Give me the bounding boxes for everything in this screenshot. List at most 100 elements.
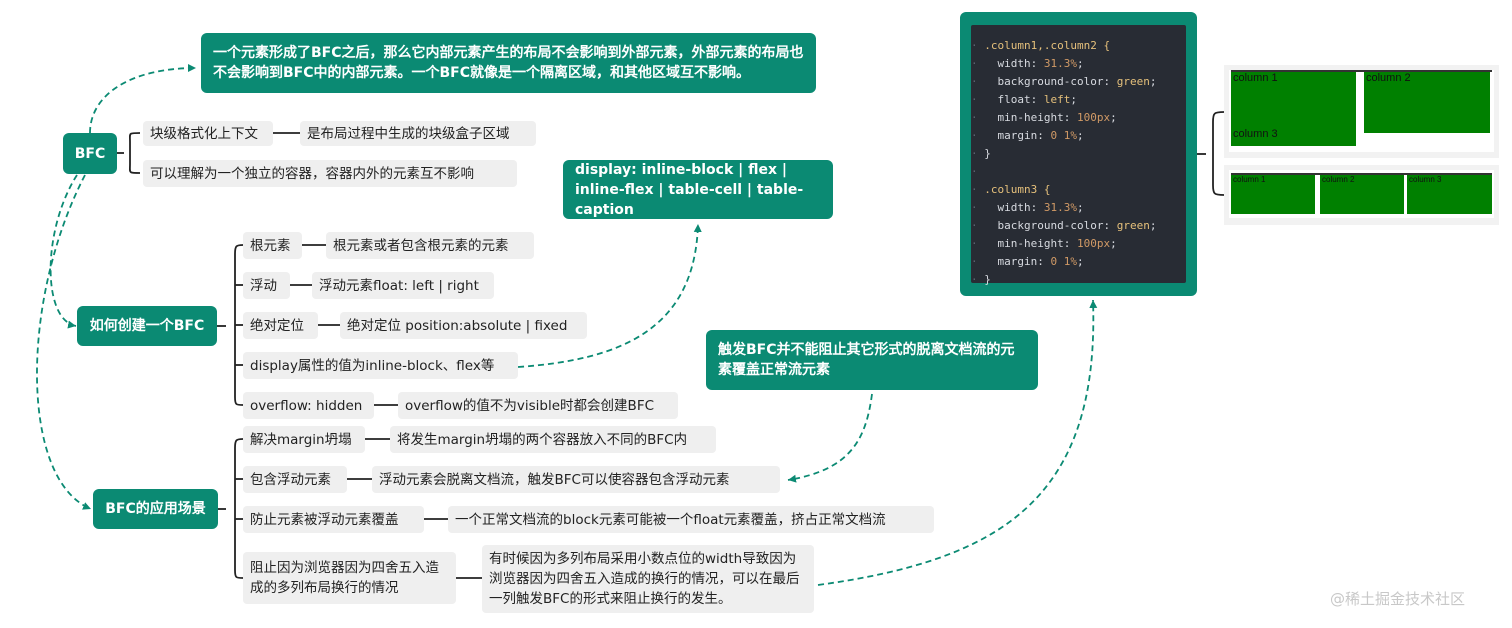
preview-before: column 1 column 3 column 2	[1224, 65, 1499, 158]
create-item-node: overflow: hidden	[243, 392, 374, 419]
code-token: ;	[1149, 75, 1157, 88]
code-line: ·	[971, 163, 1186, 181]
preview-border	[1231, 173, 1492, 175]
display-values-node: display: inline-block | flex | inline-fl…	[563, 160, 833, 219]
code-token: min-height:	[984, 111, 1077, 124]
code-token: ;	[1076, 201, 1084, 214]
code-line: · .column1,.column2 {	[971, 37, 1186, 55]
code-gutter-dot: ·	[971, 93, 985, 106]
code-token: .column1,.column2 {	[984, 39, 1111, 52]
node-label: 防止元素被浮动元素覆盖	[250, 511, 399, 528]
bfc-definition-text: 一个元素形成了BFC之后，那么它内部元素产生的布局不会影响到外部元素，外部元素的…	[213, 45, 804, 81]
code-token: }	[984, 147, 991, 160]
create-bfc-node: 如何创建一个BFC	[77, 306, 217, 346]
bfc-child-detail-node: 是布局过程中生成的块级盒子区域	[300, 121, 536, 146]
code-token: left	[1043, 93, 1071, 106]
node-label: 解决margin坍塌	[250, 431, 352, 448]
node-label: 是布局过程中生成的块级盒子区域	[307, 125, 510, 142]
node-label: 绝对定位	[250, 317, 304, 334]
code-token: green	[1116, 75, 1150, 88]
preview-before-stage: column 1 column 3 column 2	[1229, 70, 1494, 152]
code-token: green	[1116, 219, 1150, 232]
code-gutter-dot: ·	[971, 111, 985, 124]
root-node-bfc: BFC	[63, 133, 117, 174]
code-token: ;	[1076, 129, 1084, 142]
column-block: column 1	[1231, 175, 1315, 214]
code-gutter-dot: ·	[971, 201, 985, 214]
apply-item-node: 解决margin坍塌	[243, 426, 365, 453]
code-token: margin:	[984, 129, 1051, 142]
node-label: 块级格式化上下文	[150, 125, 258, 142]
code-token: }	[984, 273, 991, 286]
node-label: 浮动元素会脱离文档流，触发BFC可以使容器包含浮动元素	[379, 471, 730, 488]
code-gutter-dot: ·	[971, 129, 985, 142]
node-label: 浮动	[250, 277, 277, 294]
code-token: 31.3%	[1043, 57, 1077, 70]
node-label: 将发生margin坍塌的两个容器放入不同的BFC内	[397, 431, 688, 448]
float-note-text: 触发BFC并不能阻止其它形式的脱离文档流的元素覆盖正常流元素	[718, 342, 1015, 378]
column-label: column 1	[1233, 72, 1278, 84]
apply-item-node: 防止元素被浮动元素覆盖	[243, 506, 424, 533]
apply-item-detail-node: 将发生margin坍塌的两个容器放入不同的BFC内	[390, 426, 716, 453]
code-line: · .column3 {	[971, 181, 1186, 199]
code-token: .column3 {	[984, 183, 1051, 196]
apply-item-detail-node: 浮动元素会脱离文档流，触发BFC可以使容器包含浮动元素	[372, 466, 780, 493]
code-gutter-dot: ·	[971, 255, 985, 268]
code-token: background-color:	[984, 75, 1117, 88]
code-line: · float: left;	[971, 91, 1186, 109]
node-label: 包含浮动元素	[250, 471, 331, 488]
code-gutter-dot: ·	[971, 237, 985, 250]
code-line: · min-height: 100px;	[971, 109, 1186, 127]
code-token: background-color:	[984, 219, 1117, 232]
column-label: column 2	[1366, 72, 1411, 84]
node-label: overflow: hidden	[250, 397, 363, 414]
node-label: overflow的值不为visible时都会创建BFC	[405, 397, 655, 414]
create-item-detail-node: overflow的值不为visible时都会创建BFC	[398, 392, 678, 419]
node-label: 绝对定位 position:absolute | fixed	[347, 317, 568, 334]
preview-after: column 1 column 2 column 3	[1224, 165, 1499, 225]
create-item-detail-node: 根元素或者包含根元素的元素	[326, 232, 534, 259]
code-token: ;	[1076, 57, 1084, 70]
create-item-node: 浮动	[243, 272, 290, 299]
code-gutter-dot: ·	[971, 273, 985, 286]
apply-bfc-label: BFC的应用场景	[105, 501, 206, 517]
code-gutter-dot: ·	[971, 39, 985, 52]
float-note-node: 触发BFC并不能阻止其它形式的脱离文档流的元素覆盖正常流元素	[706, 330, 1038, 390]
code-gutter-dot: ·	[971, 57, 985, 70]
create-item-node: 根元素	[243, 232, 302, 259]
preview-after-stage: column 1 column 2 column 3	[1229, 170, 1494, 218]
code-gutter-dot: ·	[971, 219, 985, 232]
preview-border	[1231, 70, 1492, 72]
column-label: column 1	[1233, 175, 1266, 184]
node-label: 阻止因为浏览器因为四舍五入造成的多列布局换行的情况	[250, 560, 439, 596]
create-item-detail-node: 浮动元素float: left | right	[312, 272, 494, 299]
node-label: 一个正常文档流的block元素可能被一个float元素覆盖，挤占正常文档流	[455, 511, 886, 528]
column-block: column 2	[1320, 175, 1404, 214]
code-token: 31.3%	[1043, 201, 1077, 214]
apply-item-node: 阻止因为浏览器因为四舍五入造成的多列布局换行的情况	[243, 552, 456, 604]
code-token: 0 1%	[1050, 129, 1077, 142]
create-item-node: display属性的值为inline-block、flex等	[243, 352, 518, 379]
column-block: column 3	[1407, 175, 1492, 214]
code-line: · background-color: green;	[971, 73, 1186, 91]
code-token: ;	[1076, 255, 1084, 268]
code-token: 0 1%	[1050, 255, 1077, 268]
column-label: column 3	[1409, 175, 1442, 184]
code-token: ;	[1110, 237, 1117, 250]
watermark-text: @稀土掘金技术社区	[1330, 590, 1466, 608]
node-label: 可以理解为一个独立的容器，容器内外的元素互不影响	[150, 165, 474, 182]
code-gutter-dot: ·	[971, 183, 985, 196]
code-panel: · .column1,.column2 {· width: 31.3%;· ba…	[960, 12, 1197, 296]
code-line: · width: 31.3%;	[971, 55, 1186, 73]
column-block: column 2	[1364, 72, 1490, 133]
display-values-text: display: inline-block | flex | inline-fl…	[575, 161, 804, 218]
create-item-detail-node: 绝对定位 position:absolute | fixed	[340, 312, 587, 339]
node-label: 根元素或者包含根元素的元素	[333, 237, 509, 254]
column-label: column 2	[1322, 175, 1355, 184]
code-token: ;	[1149, 219, 1157, 232]
code-token: ;	[1070, 93, 1077, 106]
apply-item-node: 包含浮动元素	[243, 466, 347, 493]
code-token: ;	[1110, 111, 1117, 124]
code-line: · min-height: 100px;	[971, 235, 1186, 253]
create-item-node: 绝对定位	[243, 312, 318, 339]
